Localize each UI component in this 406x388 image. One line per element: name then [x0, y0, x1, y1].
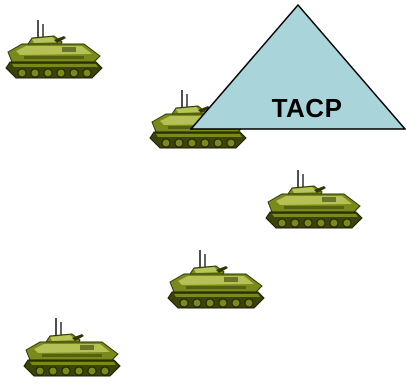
armored-vehicle-1 [2, 18, 106, 84]
armored-vehicle-4 [164, 248, 268, 314]
tacp-label: TACP [271, 93, 343, 123]
tacp-triangle [190, 4, 406, 130]
armored-vehicle-5 [20, 316, 124, 382]
armored-vehicle-3 [262, 168, 366, 234]
